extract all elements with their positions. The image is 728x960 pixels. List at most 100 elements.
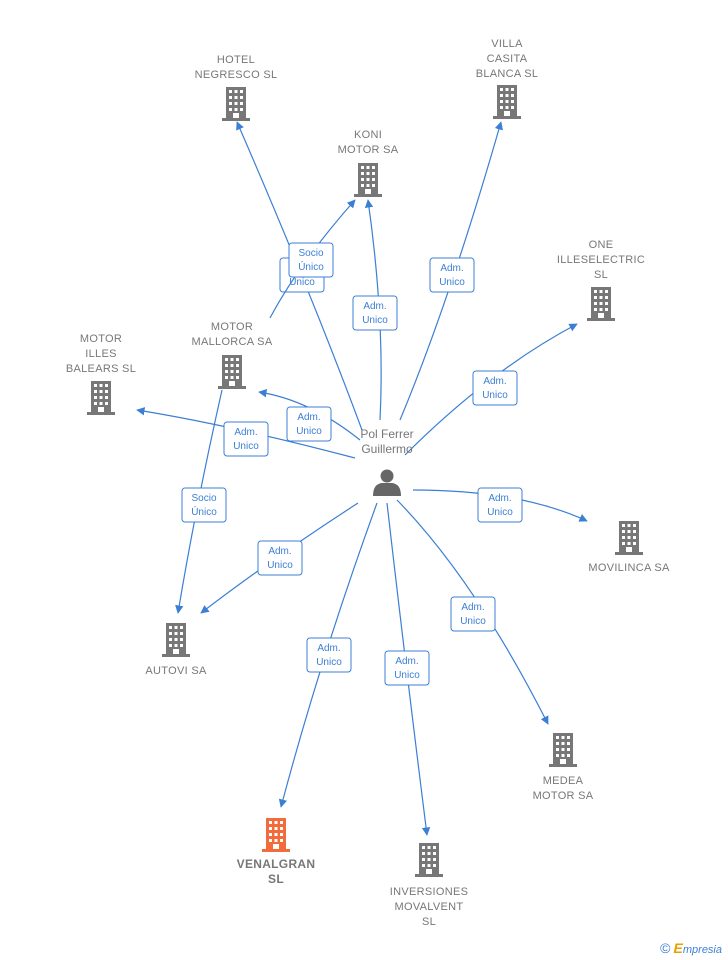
relation-label: Unico (289, 277, 315, 288)
building-icon[interactable] (218, 355, 246, 389)
relation-label: Unico (296, 426, 322, 437)
relation-label: Unico (394, 670, 420, 681)
relation-label: Unico (460, 616, 486, 627)
relation-label: Adm. (268, 546, 291, 557)
company-node-motor-mallorca[interactable]: MOTOR MALLORCA SA (192, 321, 273, 389)
company-name[interactable]: ONE (589, 239, 614, 251)
relation-badge[interactable] (384, 650, 430, 686)
brand-logo-initial: E (673, 940, 683, 956)
relation-badge[interactable] (257, 540, 303, 576)
company-node-one-illeselectric[interactable]: ONE ILLESELECTRIC SL (557, 239, 645, 321)
relation-label: Adm. (483, 376, 506, 387)
company-name[interactable]: AUTOVI SA (145, 665, 207, 677)
company-name[interactable]: MOTOR SA (533, 790, 594, 802)
person-name[interactable]: Guillermo (361, 442, 413, 456)
company-node-hotel-negresco[interactable]: HOTEL NEGRESCO SL (195, 54, 278, 121)
company-node-koni-motor[interactable]: KONI MOTOR SA (338, 129, 399, 197)
company-node-autovi[interactable]: AUTOVI SA (145, 623, 207, 677)
company-name[interactable]: ILLESELECTRIC (557, 254, 645, 266)
edge-venalgran: Adm.Unico (278, 502, 378, 808)
company-name[interactable]: SL (268, 872, 284, 886)
relation-badge[interactable] (286, 406, 332, 442)
relation-label: Unico (482, 390, 508, 401)
relation-badge[interactable] (450, 596, 496, 632)
company-name[interactable]: MEDEA (543, 775, 584, 787)
relation-label: Adm. (234, 427, 257, 438)
building-icon[interactable] (415, 843, 443, 877)
relation-label: Adm. (395, 656, 418, 667)
company-node-movilinca[interactable]: MOVILINCA SA (588, 521, 670, 574)
relation-label: Único (298, 260, 324, 273)
company-node-medea-motor[interactable]: MEDEA MOTOR SA (533, 733, 594, 802)
relation-label: Único (191, 505, 217, 518)
building-icon[interactable] (549, 733, 577, 767)
company-name[interactable]: BLANCA SL (476, 68, 539, 80)
edge-one: Adm. Unico (404, 323, 578, 456)
company-name[interactable]: MOVALVENT (395, 901, 464, 913)
company-name[interactable]: ILLES (85, 348, 116, 360)
relation-label: Unico (487, 507, 513, 518)
company-name[interactable]: VILLA (491, 38, 523, 50)
company-name[interactable]: MALLORCA SA (192, 336, 273, 348)
edge-movilinca: Adm. Unico (412, 487, 588, 523)
relation-label: Adm. (461, 602, 484, 613)
building-icon[interactable] (354, 163, 382, 197)
relation-badge[interactable] (306, 637, 352, 673)
company-name[interactable]: NEGRESCO SL (195, 69, 278, 81)
company-name[interactable]: SL (422, 916, 436, 928)
company-name[interactable]: SL (594, 269, 608, 281)
edge-mallorca: Adm. Unico (258, 389, 361, 442)
building-icon[interactable] (615, 521, 643, 555)
company-node-motor-illes[interactable]: MOTOR ILLES BALEARS SL (66, 333, 136, 415)
edge-illes: Adm. Unico (136, 407, 356, 459)
company-name[interactable]: MOTOR (211, 321, 253, 333)
company-name[interactable]: VENALGRAN (237, 857, 316, 871)
relation-badge[interactable] (472, 370, 518, 406)
relation-label: Unico (439, 277, 465, 288)
building-icon[interactable] (162, 623, 190, 657)
relation-label: Adm. (363, 301, 386, 312)
relation-label: Unico (362, 315, 388, 326)
relation-badge[interactable] (181, 487, 227, 523)
relation-label: Unico (267, 560, 293, 571)
footer-brand[interactable]: © Empresia (660, 940, 722, 956)
building-icon[interactable] (222, 87, 250, 121)
building-icon[interactable] (87, 381, 115, 415)
person-icon[interactable] (373, 469, 401, 497)
relation-badge[interactable] (288, 242, 334, 278)
building-icon[interactable] (262, 818, 290, 852)
brand-name: mpresia (682, 944, 722, 956)
company-name[interactable]: CASITA (487, 53, 528, 65)
company-name[interactable]: MOTOR SA (338, 144, 399, 156)
relation-label: Adm. (297, 412, 320, 423)
relation-badge[interactable] (429, 257, 475, 293)
relation-label: Adm. (488, 493, 511, 504)
relation-badge[interactable] (223, 421, 269, 457)
edge-koni: Adm. Unico (352, 199, 398, 421)
company-name[interactable]: HOTEL (217, 54, 255, 66)
copyright-icon: © (660, 940, 671, 956)
relation-badge[interactable] (477, 487, 523, 523)
relation-label: Socio (298, 248, 323, 259)
person-name[interactable]: Pol Ferrer (360, 427, 413, 441)
relation-label: Unico (233, 441, 259, 452)
relation-label: Socio (191, 493, 216, 504)
building-icon[interactable] (493, 85, 521, 119)
company-node-villa-casita[interactable]: VILLA CASITA BLANCA SL (476, 38, 539, 119)
building-icon[interactable] (587, 287, 615, 321)
company-name[interactable]: BALEARS SL (66, 363, 136, 375)
company-node-inversiones-movalvent[interactable]: INVERSIONES MOVALVENT SL (390, 843, 469, 928)
company-name[interactable]: KONI (354, 129, 382, 141)
company-name[interactable]: INVERSIONES (390, 886, 469, 898)
edge-inversiones: Adm. Unico (384, 502, 431, 836)
company-name[interactable]: MOVILINCA SA (588, 562, 670, 574)
relation-label: Unico (316, 657, 342, 668)
company-name[interactable]: MOTOR (80, 333, 122, 345)
edge-line (396, 499, 549, 725)
edge-villa: Adm. Unico (399, 121, 503, 421)
relation-badge[interactable] (352, 295, 398, 331)
